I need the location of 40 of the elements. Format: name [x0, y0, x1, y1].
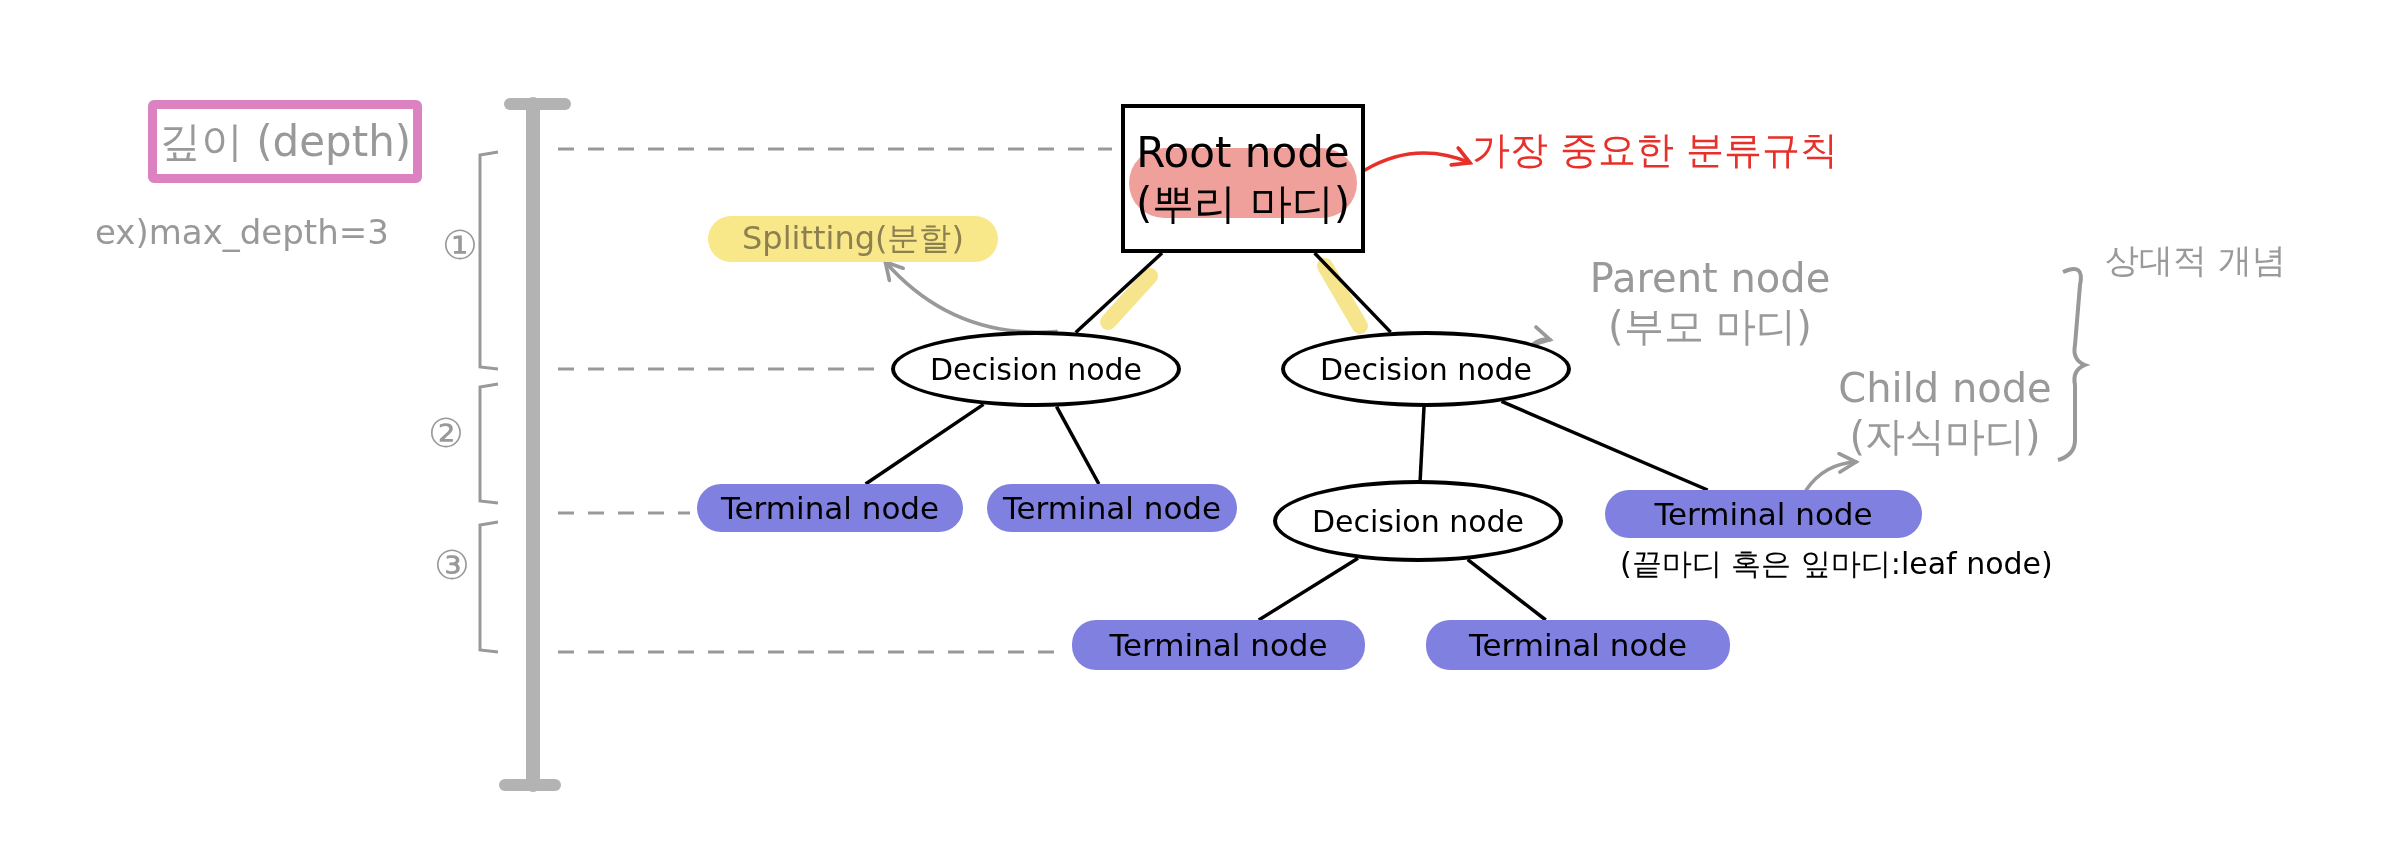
terminal-pill: Terminal node	[1605, 490, 1922, 538]
decision-ellipse	[1281, 331, 1571, 407]
terminal-pill: Terminal node	[697, 484, 963, 532]
highlight-pill: Splitting(분할)	[708, 216, 998, 262]
arrow	[1804, 452, 1858, 492]
box-title: 깊이 (depth)	[158, 115, 412, 168]
arrow	[1530, 325, 1552, 348]
callout-number: ①	[442, 222, 478, 268]
connector-line	[1418, 406, 1426, 481]
connector-line	[1257, 556, 1359, 622]
annotation-text: 상대적 개념	[2105, 239, 2286, 282]
decision-ellipse	[891, 331, 1181, 407]
node-text: Decision node	[1311, 503, 1525, 539]
connector-line	[1500, 399, 1709, 492]
node-text: Decision node	[929, 351, 1143, 387]
terminal-pill: Terminal node	[1072, 620, 1365, 670]
node-caption: (끝마디 혹은 잎마디:leaf node)	[1620, 545, 2053, 583]
connector-line	[1055, 405, 1101, 485]
decision-ellipse	[1273, 480, 1563, 562]
annotation-text: 가장 중요한 분류규칙	[1470, 125, 1840, 175]
connector-line	[1466, 558, 1547, 622]
annotation-line: (자식마디)	[1849, 412, 2041, 460]
node-text: (뿌리 마디)	[1135, 178, 1351, 229]
root-node-box	[1121, 104, 1365, 253]
connector-line	[1313, 251, 1392, 334]
arrow	[1363, 146, 1472, 172]
connector-line	[1074, 251, 1164, 334]
arrow	[883, 260, 1058, 334]
example-note: ex)max_depth=3	[95, 212, 389, 252]
callout-number: ②	[428, 410, 464, 456]
node-text: Decision node	[1319, 351, 1533, 387]
annotation-line: Parent node	[1589, 254, 1831, 302]
callout-number: ③	[434, 542, 470, 588]
terminal-pill: Terminal node	[1426, 620, 1730, 670]
annotation-line: (부모 마디)	[1608, 302, 1812, 350]
terminal-pill: Terminal node	[987, 484, 1237, 532]
depth-box	[148, 100, 422, 183]
annotation-line: Child node	[1838, 364, 2052, 412]
node-text: Root node	[1136, 128, 1350, 179]
connector-line	[864, 402, 985, 486]
